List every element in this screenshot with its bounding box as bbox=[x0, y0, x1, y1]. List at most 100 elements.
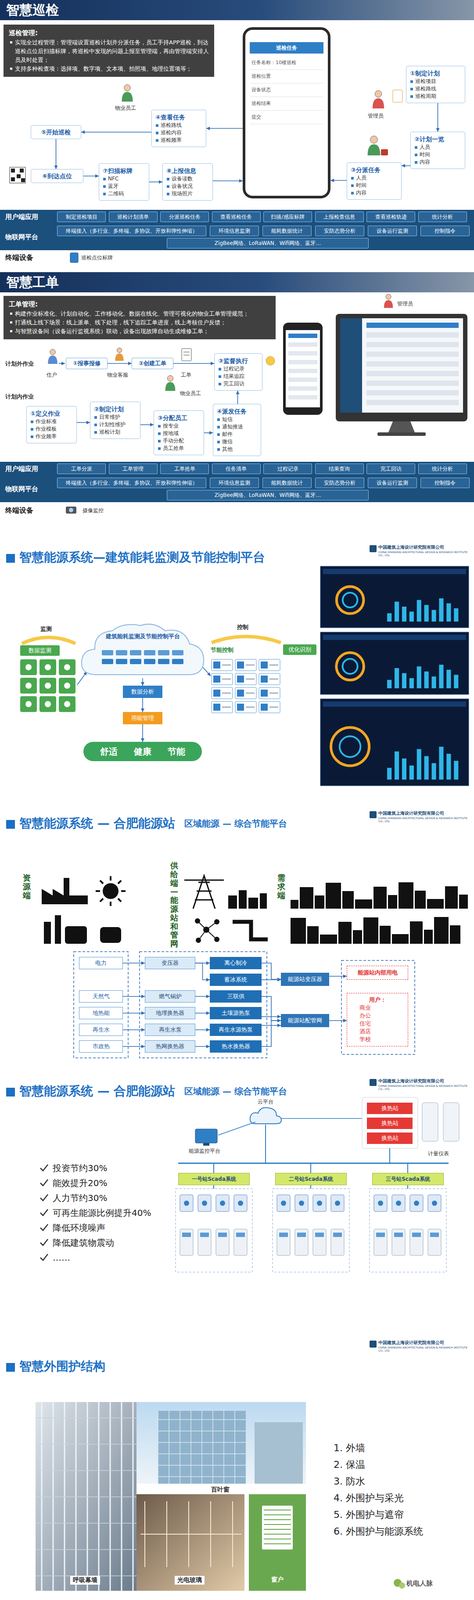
phone-row bbox=[288, 333, 318, 338]
lightbulb-icon bbox=[265, 356, 275, 366]
text-label: 计划内作业 bbox=[5, 392, 34, 401]
list-item: 提交 bbox=[249, 110, 324, 125]
box-label: 完工回访 bbox=[368, 463, 413, 474]
box-label: 换热站 bbox=[366, 1132, 413, 1144]
list-item: 结果追踪 bbox=[218, 372, 259, 381]
text-label: CHINA SHANGHAI ARCHITECTURAL DESIGN & RE… bbox=[378, 816, 469, 823]
list-item: 日常维护 bbox=[93, 413, 137, 421]
box-label: ⑥到达点位 bbox=[33, 171, 81, 181]
layer-band: 用户端应用制定巡检项目巡检计划清单分派巡检任务查看巡检任务扫描/感应标牌上报检查… bbox=[0, 209, 474, 224]
system-box: 热水换热器 bbox=[209, 1040, 262, 1053]
control-bar bbox=[222, 664, 231, 666]
function-box: 过程记录 bbox=[263, 463, 313, 474]
chart-ring bbox=[336, 652, 364, 680]
platform-module bbox=[115, 649, 128, 656]
sensor-tile bbox=[20, 677, 37, 694]
mullion bbox=[86, 1401, 89, 1591]
layer-band: 物联网平台终端接入（多行业、多终端、多协议、开放和弹性伸缩）环境信息监测能耗数据… bbox=[0, 475, 474, 503]
camera-icon bbox=[65, 506, 77, 514]
step-box: ③分派任务人员时间内容 bbox=[346, 162, 402, 200]
list-item: 节能 bbox=[167, 745, 186, 758]
text-label: CHINA SHANGHAI ARCHITECTURAL DESIGN & RE… bbox=[378, 1345, 469, 1352]
skyline-building bbox=[445, 886, 458, 909]
text-label: 窗户 bbox=[271, 1575, 284, 1584]
text-label: CHINA SHANGHAI ARCHITECTURAL DESIGN & RE… bbox=[378, 1084, 469, 1091]
section-title: 区域能源 — 综合节能平台 bbox=[184, 1084, 288, 1098]
camera-lens bbox=[68, 507, 74, 513]
list-item: 人员 bbox=[350, 174, 398, 182]
mullion bbox=[75, 1401, 77, 1591]
equipment-box: 地埋换热器 bbox=[144, 1006, 196, 1020]
text-label: 呼吸幕墙 bbox=[70, 1575, 101, 1585]
box-heading: ①制定计划 bbox=[409, 68, 462, 78]
text-label: 降低环境噪声 bbox=[52, 1221, 106, 1234]
network-wire bbox=[213, 1163, 215, 1173]
mullion bbox=[52, 1401, 54, 1591]
skyline-building bbox=[423, 929, 433, 944]
device-display bbox=[430, 1232, 439, 1237]
monitor-arc bbox=[21, 637, 76, 644]
person-head bbox=[370, 136, 378, 144]
equipment-box: 热网换热器 bbox=[144, 1040, 196, 1053]
sensor-tile bbox=[39, 696, 57, 712]
monitor-row bbox=[366, 332, 459, 338]
list-item: 巡检周期 bbox=[409, 92, 462, 101]
function-box: 安防态势分析 bbox=[315, 225, 365, 237]
connector bbox=[55, 139, 57, 169]
connector bbox=[173, 362, 215, 364]
list-item: 时间 bbox=[350, 181, 398, 190]
tag-plate-icon bbox=[70, 252, 79, 263]
box-heading: ④查看任务 bbox=[155, 112, 203, 122]
caption-strip bbox=[136, 1483, 306, 1494]
person-body bbox=[114, 353, 124, 361]
skyline-building bbox=[409, 921, 423, 944]
equipment-box: 燃气锅炉 bbox=[144, 990, 196, 1003]
chart-bar bbox=[438, 746, 444, 780]
list-item: 设备读数 bbox=[166, 175, 209, 183]
monitor-row bbox=[366, 361, 459, 367]
box-label: 上报检查信息 bbox=[317, 211, 362, 222]
screen-header bbox=[323, 568, 467, 575]
text-label: 供给端—能源站和管网 bbox=[170, 861, 179, 948]
skyline-building bbox=[387, 894, 398, 909]
window-frame bbox=[140, 1533, 242, 1535]
list-item: 邮件 bbox=[216, 430, 258, 439]
network-wire bbox=[265, 1124, 266, 1164]
data-arrow bbox=[77, 671, 87, 685]
list-item: 作业频率 bbox=[30, 432, 73, 441]
sun-ray bbox=[100, 880, 104, 884]
cloud-icon bbox=[250, 1107, 282, 1124]
glass-grid bbox=[179, 1410, 181, 1484]
building-icon bbox=[248, 897, 259, 909]
function-box: 完工回访 bbox=[366, 463, 416, 474]
refinery-tower bbox=[54, 915, 62, 944]
list-item: 实现全过程管理：管理端设置巡检计划并分派任务，员工手持APP巡检，到达巡检点位后… bbox=[8, 38, 209, 65]
control-bar bbox=[222, 706, 231, 708]
monitor-sidebar bbox=[340, 318, 363, 413]
function-box: 查看巡检任务 bbox=[211, 211, 261, 223]
chart-bar bbox=[446, 753, 451, 780]
chart-bar bbox=[402, 606, 407, 622]
chart-bar bbox=[438, 598, 444, 622]
text-label: 投资节约30% bbox=[52, 1162, 108, 1174]
list-item: 员工抢单 bbox=[157, 444, 201, 453]
list-item: 巡检位置 bbox=[249, 69, 324, 84]
skyline-building bbox=[434, 916, 449, 944]
platform-module bbox=[101, 649, 114, 656]
list-item: 与智慧设备间（设备运行监视系统）联动，设备出现故障自动生成维修工单； bbox=[8, 326, 271, 336]
step-box: ⑤开始巡检 bbox=[30, 125, 82, 140]
person-body bbox=[165, 382, 176, 392]
skyline-building bbox=[363, 917, 379, 944]
phone-row bbox=[288, 386, 318, 391]
blind-slat bbox=[263, 1509, 291, 1511]
skyline-building bbox=[373, 886, 387, 909]
qr-cell bbox=[10, 177, 15, 182]
chart-bar bbox=[416, 749, 422, 780]
document-line bbox=[183, 354, 190, 356]
skyline-building bbox=[314, 895, 325, 909]
device-icon bbox=[409, 1228, 424, 1256]
sensor-tile bbox=[58, 696, 76, 712]
box-label: 再生水 bbox=[81, 1023, 121, 1036]
device-display bbox=[412, 1232, 421, 1237]
logo-mark bbox=[369, 1340, 377, 1348]
